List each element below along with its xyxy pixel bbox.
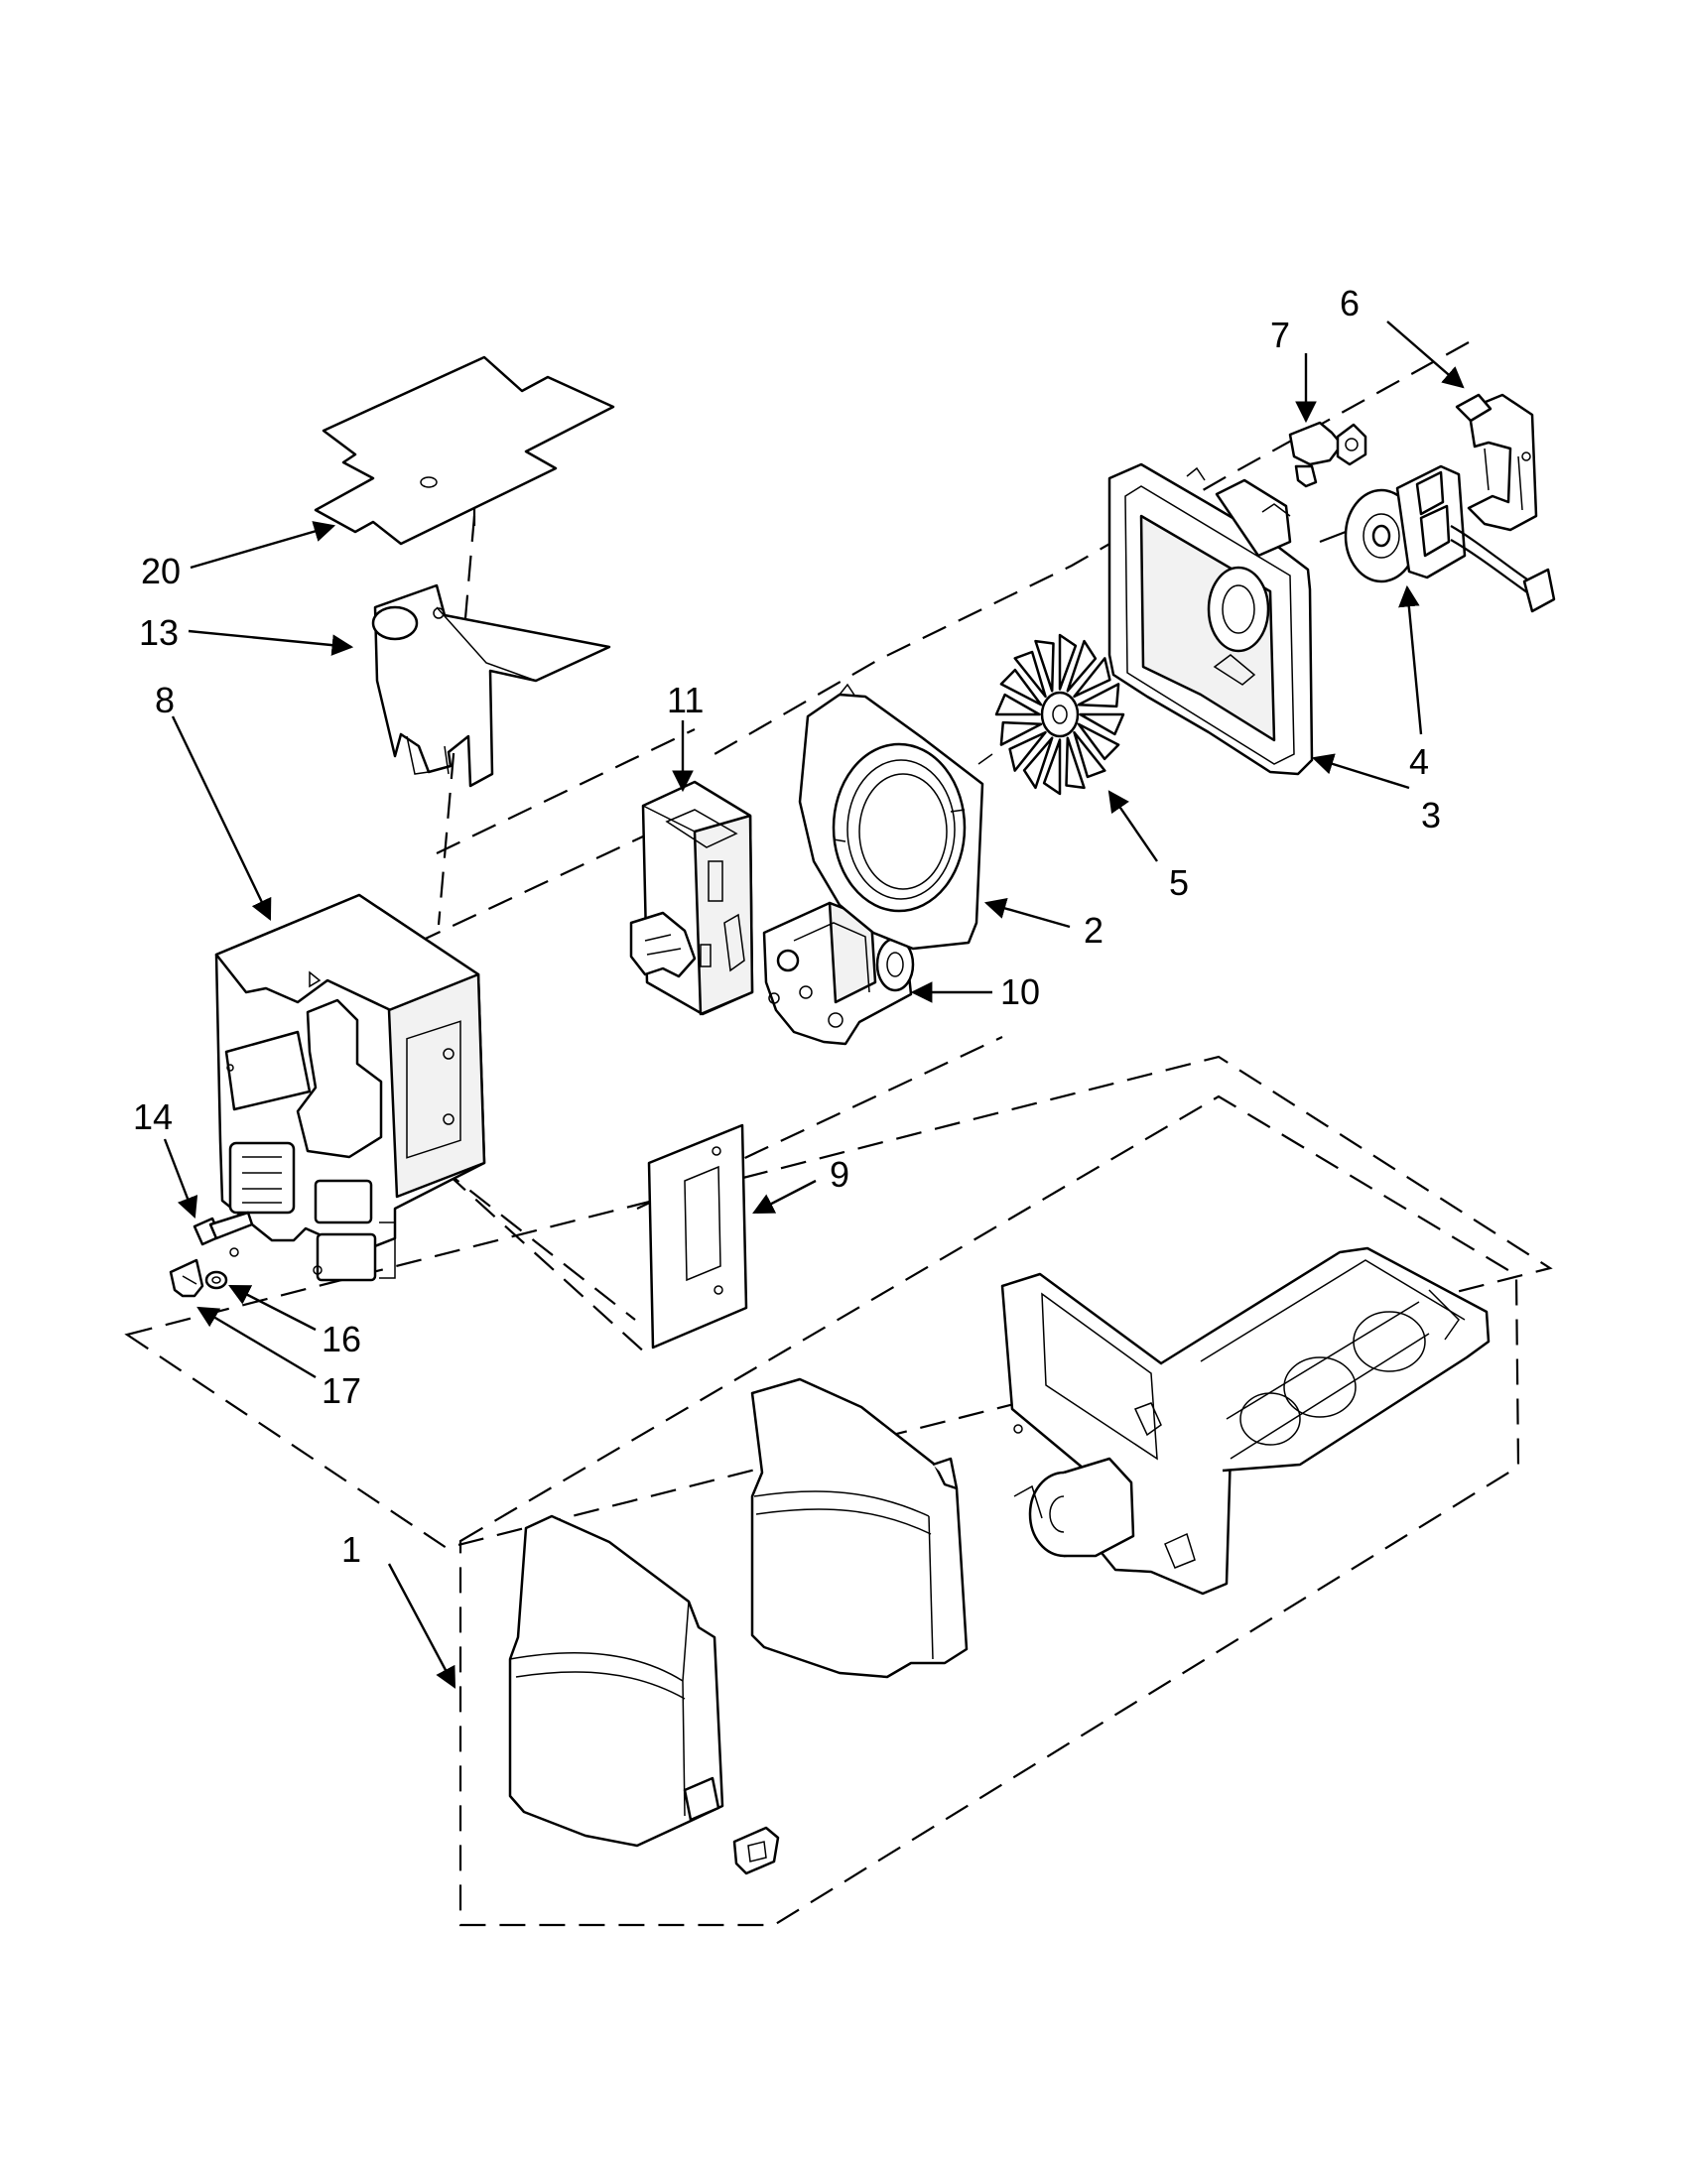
callout-20: 20	[141, 551, 181, 591]
fan-vane	[1073, 730, 1106, 779]
callout-8: 8	[155, 680, 175, 720]
screw-part[interactable]	[193, 1211, 254, 1246]
fan-vane	[1042, 738, 1062, 796]
callout-3: 3	[1421, 795, 1441, 835]
callout-4: 4	[1409, 741, 1429, 782]
fan-vane	[1013, 650, 1047, 699]
callout-11: 11	[667, 680, 704, 720]
fan-vane	[1079, 712, 1125, 736]
callout-9: 9	[830, 1154, 849, 1195]
fan-vane	[1065, 736, 1086, 790]
fan-vane	[1008, 730, 1047, 772]
callout-6: 6	[1340, 283, 1360, 323]
fan-hub	[1040, 691, 1080, 738]
fan-vane	[1073, 657, 1111, 699]
motor-clip-part[interactable]	[1288, 421, 1367, 488]
callout-7: 7	[1270, 315, 1290, 355]
dispenser-covers-part[interactable]	[508, 1246, 1491, 1875]
drive-motor-part[interactable]	[762, 901, 915, 1046]
fan-vane	[1077, 722, 1120, 761]
fan-hub-center	[1052, 705, 1068, 724]
callout-14: 14	[133, 1096, 173, 1137]
fan-blade-part[interactable]	[994, 633, 1125, 796]
fan-vane	[1058, 633, 1078, 691]
fan-vane	[1022, 736, 1054, 790]
control-housing-part[interactable]	[214, 893, 486, 1282]
fan-motor-part[interactable]	[1319, 464, 1556, 613]
callout-labels: 20 13 8 11 7 6 4 3 5 2 10 9 14 16 17 1	[133, 283, 1441, 1570]
motor-bracket-part[interactable]	[1455, 393, 1538, 532]
insulation-sheet-part[interactable]	[314, 355, 615, 546]
fan-vane	[1034, 639, 1055, 693]
fan-vane	[999, 668, 1043, 707]
switch-module-part[interactable]	[629, 780, 754, 1016]
callout-1: 1	[341, 1529, 361, 1570]
callout-16: 16	[322, 1319, 361, 1359]
callout-10: 10	[1000, 971, 1040, 1012]
leader-arrows	[163, 321, 1465, 1689]
washer-part[interactable]	[204, 1270, 228, 1290]
callout-5: 5	[1169, 862, 1189, 903]
callout-17: 17	[322, 1370, 361, 1411]
fan-vane	[1066, 639, 1098, 693]
gasket-part[interactable]	[647, 1123, 748, 1349]
fan-shroud-part[interactable]	[798, 683, 993, 951]
fan-vane	[994, 693, 1041, 716]
chute-part[interactable]	[371, 583, 611, 788]
callout-2: 2	[1084, 910, 1104, 951]
wing-clip-part[interactable]	[169, 1258, 204, 1298]
fan-vane	[999, 720, 1043, 746]
fan-vane	[1077, 683, 1120, 708]
callout-13: 13	[139, 612, 179, 653]
fan-housing-part[interactable]	[1107, 462, 1314, 776]
